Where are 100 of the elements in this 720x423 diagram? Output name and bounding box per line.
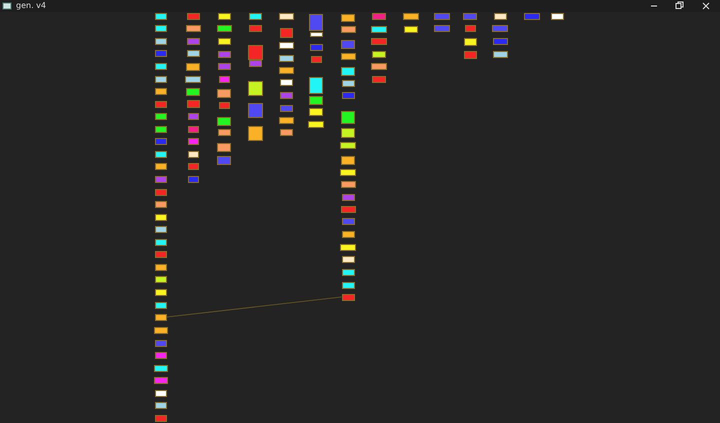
node-box: [280, 104, 292, 112]
node-box: [155, 88, 167, 94]
node-box: [340, 206, 356, 212]
node-box: [342, 268, 354, 276]
node-box: [341, 14, 355, 22]
node-box: [309, 108, 323, 116]
node-box: [340, 52, 356, 60]
node-box: [340, 180, 356, 188]
node-box: [372, 50, 386, 58]
node-box: [155, 414, 167, 422]
node-box: [188, 162, 198, 170]
node-box: [248, 126, 262, 140]
node-box: [155, 162, 167, 170]
node-box: [217, 142, 231, 152]
node-box: [341, 110, 355, 124]
node-box: [217, 116, 231, 126]
node-box: [155, 402, 167, 408]
node-box: [155, 76, 167, 82]
node-box: [188, 126, 198, 132]
node-box: [155, 62, 167, 70]
node-box: [188, 112, 198, 120]
node-box: [155, 302, 167, 308]
node-box: [218, 12, 230, 20]
node-box: [341, 128, 355, 138]
node-box: [218, 38, 230, 44]
node-box: [155, 138, 167, 144]
node-box: [342, 194, 354, 200]
node-box: [155, 50, 167, 56]
node-box: [155, 250, 167, 258]
node-box: [371, 62, 387, 70]
node-box: [155, 390, 167, 396]
node-box: [188, 150, 198, 158]
node-box: [278, 12, 294, 20]
node-box: [464, 24, 476, 32]
node-box: [524, 12, 540, 20]
node-box: [248, 102, 262, 118]
node-box: [372, 76, 386, 82]
node-box: [280, 28, 292, 38]
node-box: [280, 128, 292, 136]
node-box: [341, 66, 355, 76]
node-box: [155, 352, 167, 358]
node-box: [216, 24, 232, 32]
node-box: [155, 238, 167, 246]
node-box: [494, 12, 506, 20]
node-box: [155, 100, 167, 108]
node-box: [186, 88, 200, 96]
node-box: [248, 44, 262, 60]
node-box: [372, 12, 386, 20]
node-box: [186, 24, 200, 32]
node-box: [278, 116, 294, 124]
node-box: [434, 12, 450, 20]
node-box: [155, 38, 167, 44]
node-box: [309, 14, 323, 30]
node-box: [155, 264, 167, 270]
node-box: [155, 276, 167, 282]
node-box: [341, 156, 355, 164]
node-box: [155, 288, 167, 296]
connector-line: [166, 296, 342, 318]
node-box: [342, 256, 354, 262]
node-box: [248, 80, 262, 96]
node-box: [155, 200, 167, 208]
node-box: [154, 364, 168, 372]
node-box: [404, 26, 418, 32]
window-title: gen. v4: [16, 0, 46, 12]
node-box: [310, 56, 322, 62]
node-box: [154, 376, 168, 384]
node-box: [342, 218, 354, 224]
node-box: [310, 32, 322, 36]
node-box: [310, 44, 322, 50]
node-box: [464, 51, 476, 59]
node-box: [308, 120, 324, 128]
node-box: [340, 26, 356, 32]
node-box: [186, 12, 200, 20]
node-box: [155, 314, 167, 320]
node-box: [188, 138, 198, 144]
node-box: [340, 142, 356, 148]
node-box: [218, 128, 230, 136]
node-box: [492, 24, 508, 32]
node-box: [341, 40, 355, 48]
node-box: [280, 92, 292, 98]
node-box: [186, 50, 200, 56]
node-box: [155, 188, 167, 196]
node-box: [155, 340, 167, 346]
node-box: [371, 26, 387, 32]
node-box: [155, 176, 167, 182]
node-box: [186, 63, 200, 71]
node-box: [186, 38, 200, 44]
node-box: [309, 76, 323, 94]
node-box: [434, 24, 450, 32]
node-box: [188, 176, 198, 182]
node-box: [278, 66, 294, 74]
node-box: [155, 12, 167, 20]
node-box: [218, 62, 230, 70]
node-box: [403, 12, 419, 20]
node-box: [278, 54, 294, 62]
node-box: [155, 24, 167, 32]
node-box: [248, 24, 262, 32]
node-box: [340, 168, 356, 176]
node-box: [248, 12, 262, 20]
node-box: [464, 38, 476, 46]
